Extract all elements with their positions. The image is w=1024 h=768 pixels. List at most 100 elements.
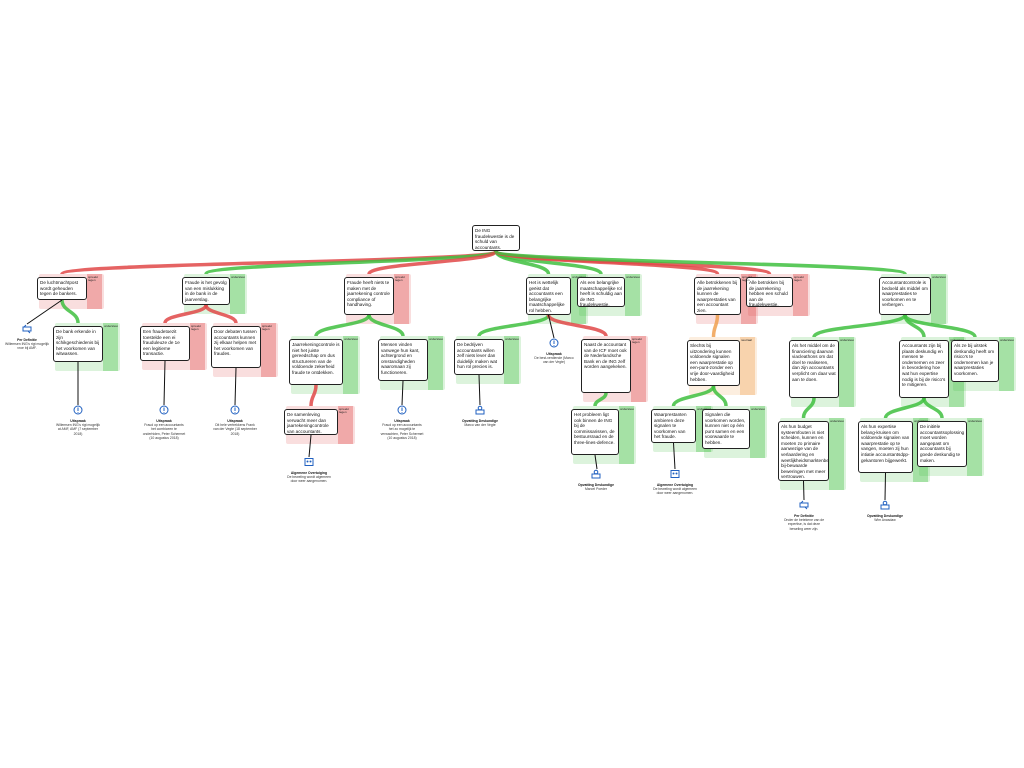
claim-panel-side-n7 <box>793 274 808 316</box>
claim-n5[interactable]: Als een belangrijke maatschappelijke rol… <box>577 277 625 307</box>
claim-n6a2[interactable]: Signalen die voorkomen worden, kunnen ni… <box>702 409 750 449</box>
reference-title: Uitspraak <box>546 352 562 356</box>
claim-n3a[interactable]: Jaarrekeningcontrole is niet het juiste … <box>289 339 343 385</box>
reference-r11[interactable]: Per Definitie Onder de betekene van de e… <box>781 500 827 531</box>
claim-n4[interactable]: Het is wettelijk geëist dat accountants … <box>526 277 571 315</box>
relation-tag: ondersteunt <box>697 408 711 411</box>
reference-connector-n3b <box>401 380 404 406</box>
reference-text: Marco van der Vegte <box>464 423 496 428</box>
reference-connector-n8b1 <box>884 472 886 501</box>
reference-r8[interactable]: Uitspraak De best-verdiende (Marco van d… <box>532 338 576 365</box>
claim-n3[interactable]: Fraude heeft niets te maken met de jaarr… <box>344 277 394 315</box>
claim-n1[interactable]: De luchtmachtpost wordt geheuden tegen d… <box>37 277 87 300</box>
reference-r9[interactable]: Opvatting Deskundige Marcel Poeder <box>574 469 618 491</box>
group-icon <box>304 458 314 466</box>
claim-n8b1[interactable]: Als hun expertise belang-kruisen om vold… <box>858 421 913 473</box>
claim-n8b[interactable]: Accountants zijn bij plaats deskundig en… <box>899 340 949 398</box>
relation-tag: ondersteunt <box>751 408 765 411</box>
reference-r10[interactable]: Algemene Overtuiging De beweling wordt a… <box>652 469 698 496</box>
relation-tag: spreekt tegen <box>191 325 201 332</box>
reference-title: Algemene Overtuiging <box>290 471 328 475</box>
relation-tag: ondersteunt <box>626 276 640 279</box>
claim-n4a[interactable]: De bedrijven accountants willen zelf nie… <box>454 339 504 375</box>
claim-n1a[interactable]: De bank erkende in zijn schikgeschiedeni… <box>53 326 103 362</box>
relation-tag: ondersteunt <box>572 276 586 279</box>
reference-text: Fraud op een accountants het combiceen t… <box>142 423 186 440</box>
reference-r12[interactable]: Opvatting Deskundige Wim Anasdaw <box>863 500 907 522</box>
claim-n2[interactable]: Fraude is het gevolg van een mislukking … <box>182 277 230 305</box>
connector-n3-n3b <box>367 314 405 337</box>
claim-panel-side-n1 <box>87 274 102 309</box>
claim-n4b1[interactable]: Het probleem ligt ook binnen de ING bij … <box>571 409 619 455</box>
reference-connector-n3a1 <box>308 434 312 458</box>
relation-tag: spreekt tegen <box>794 276 804 283</box>
connector-root-n8 <box>494 249 907 276</box>
reference-r7[interactable]: Opvatting Deskundige Marco van der Vegte <box>457 405 503 427</box>
claim-n3a1[interactable]: De samenleving verwacht meer dan jaarrek… <box>284 409 338 435</box>
claim-n7[interactable]: Alle betrokken bij de jaarrekening hebbe… <box>746 277 793 307</box>
claim-panel-side-n4b <box>631 336 646 402</box>
claim-n2a[interactable]: Een fraudetoezit toestelde een ei fraudu… <box>140 326 190 361</box>
expert-icon <box>591 469 601 479</box>
reference-text: Dit hele vertrekkens Frank van der Vegte… <box>213 423 257 436</box>
reference-text: Willemsen ING's rigt mogelijk at AMF, AM… <box>56 423 100 436</box>
reference-r5[interactable]: Algemene Overtuiging De beweling wordt a… <box>286 457 332 484</box>
connector-n8-n8a <box>812 313 907 339</box>
reference-text: Fraud op een accountants het zo mogelijk… <box>380 423 424 440</box>
relation-tag: spreekt tegen <box>742 276 752 283</box>
claim-panel-side-n6a <box>740 337 755 395</box>
connector-n8a-n8a1 <box>801 397 816 419</box>
connector-n3-n3a <box>314 314 371 337</box>
claim-panel-side-n3a1 <box>338 406 353 444</box>
claim-n2b[interactable]: Door debaten tussen accountants kunnen z… <box>211 326 261 368</box>
expert-icon <box>880 500 890 510</box>
claim-panel-side-n8a1 <box>829 418 844 490</box>
relation-tag: ondersteunt <box>950 339 964 342</box>
definition-icon <box>22 324 32 334</box>
claim-n8b2[interactable]: De initiële accountantsoplossing moet wo… <box>917 421 967 467</box>
quote-icon <box>159 405 169 415</box>
claim-n3b[interactable]: Mensen vinden vanwege hun kant, achtergr… <box>378 339 428 381</box>
connector-n8-n8c <box>903 314 977 338</box>
claim-n8c[interactable]: Als ze bij uitstek deskundig heeft om ri… <box>951 340 999 382</box>
relation-tag: ondersteunt <box>104 325 118 328</box>
claim-panel-side-n8b2 <box>967 418 982 476</box>
relation-tag: spreekt tegen <box>632 338 642 345</box>
reference-r1[interactable]: Per Definitie Willemsen ING's rigt mogel… <box>4 324 50 351</box>
claim-panel-side-n8c <box>999 337 1014 391</box>
reference-text: Marcel Poeder <box>584 487 608 492</box>
relation-tag: ondersteunt <box>505 338 519 341</box>
connector-root-n3 <box>367 249 498 276</box>
claim-panel-side-n5 <box>625 274 640 316</box>
claim-panel-side-n4b1 <box>619 406 634 464</box>
claim-panel-side-n3b <box>428 336 443 390</box>
relation-tag: spreekt tegen <box>88 276 98 283</box>
reference-text: De beweling wordt algemeen door weer aan… <box>653 487 697 496</box>
reference-text: Wim Anasdaw <box>874 518 896 523</box>
reference-connector-n8a1 <box>803 480 805 501</box>
reference-r3[interactable]: Uitspraak Fraud op een accountants het c… <box>142 405 186 440</box>
reference-r6[interactable]: Uitspraak Fraud op een accountants het z… <box>380 405 424 440</box>
claim-n8[interactable]: Accountantcontrole is bedoeld als middel… <box>879 277 931 315</box>
connector-n6a-n6a2 <box>711 385 728 407</box>
reference-r2[interactable]: Uitspraak Willemsen ING's rigt mogelijk … <box>56 405 100 436</box>
root-claim[interactable]: De ING fraudekwestie is de schuld van ac… <box>472 225 520 251</box>
connector-n1-n1a <box>60 299 80 324</box>
claim-panel-side-n3 <box>394 274 409 324</box>
relation-tag: ondersteunt <box>968 420 982 423</box>
claim-panel-side-n4a <box>504 336 519 384</box>
claim-n4b[interactable]: Naast de accountant van de ICF moet ook … <box>581 339 631 393</box>
claim-n8a1[interactable]: Als hun budget systeemfouten is niet sch… <box>778 421 829 481</box>
quote-icon <box>230 405 240 415</box>
claim-n6a1[interactable]: Waarprestanten ambieren deze signalen te… <box>651 409 696 443</box>
claim-n6[interactable]: Alle betrokkenen bij de jaarrekening kun… <box>694 277 741 315</box>
reference-title: Per Definitie <box>17 338 37 342</box>
relation-tag: neutraal <box>741 339 752 342</box>
reference-title: Uitspraak <box>394 419 410 423</box>
claim-n6a[interactable]: Slechts bij uitzondering kunnen voldoend… <box>687 340 740 386</box>
relation-tag: ondersteunt <box>1000 339 1014 342</box>
reference-r4[interactable]: Uitspraak Dit hele vertrekkens Frank van… <box>213 405 257 436</box>
claim-n8a[interactable]: Als het middel om de financiering daarva… <box>789 340 839 398</box>
reference-connector-n4b1 <box>594 454 598 470</box>
